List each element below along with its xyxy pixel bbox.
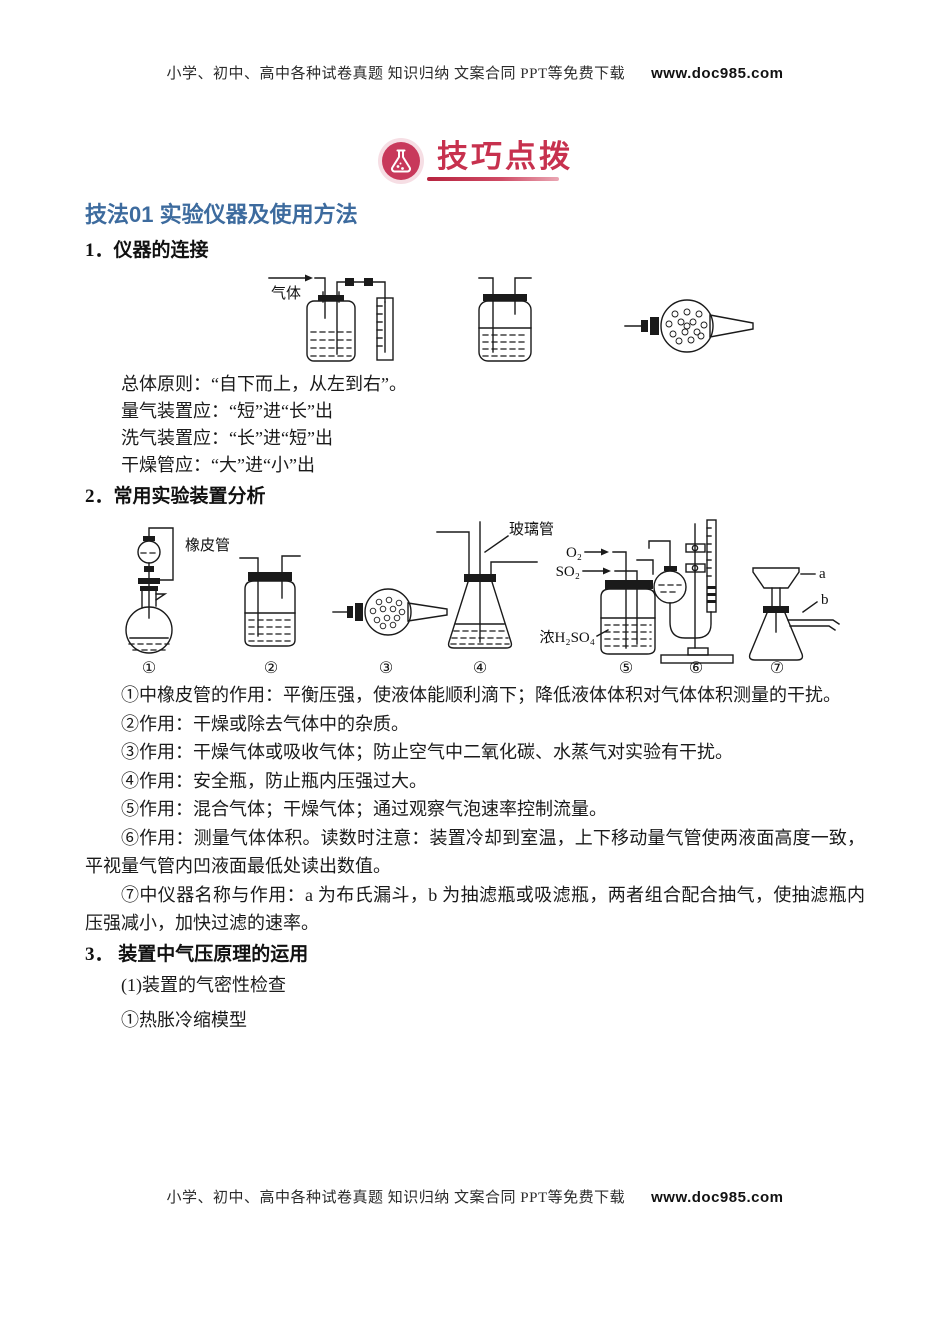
principle-line: 量气装置应：“短”进“长”出	[121, 401, 333, 421]
figure-instrument-connection: 气体	[85, 268, 950, 368]
flask-b-label: b	[821, 592, 829, 608]
gas-label: 气体	[271, 285, 301, 302]
apparatus-number-6: ⑥	[689, 658, 703, 677]
apparatus-number-2: ②	[264, 658, 278, 677]
principle-line: 干燥管应：“大”进“小”出	[121, 455, 315, 475]
apparatus-number-5: ⑤	[619, 658, 633, 677]
apparatus-number-7: ⑦	[770, 658, 784, 677]
figure-common-apparatus: 橡皮管 玻璃管 O₂ SO₂ 浓H₂SO₄ a b ① ② ③ ④ ⑤ ⑥ ⑦	[85, 516, 950, 678]
note-paragraph: ⑤作用：混合气体；干燥气体；通过观察气泡速率控制流量。	[121, 799, 607, 819]
washing-bottle-drawing	[478, 277, 532, 362]
section2-heading: 2．常用实验装置分析	[85, 486, 266, 507]
dropping-funnel-flask-drawing	[125, 527, 174, 654]
badge-label: 技巧点拨	[437, 139, 573, 174]
page-title: 技法01 实验仪器及使用方法	[85, 202, 358, 227]
principle-line: 总体原则：“自下而上，从左到右”。	[121, 374, 407, 394]
apparatus-number-3: ③	[379, 658, 393, 677]
airtightness-check-line: (1)装置的气密性检查	[121, 974, 286, 995]
gas-measuring-apparatus-drawing	[268, 274, 394, 362]
tips-badge: 技巧点拨	[0, 137, 950, 190]
gas-mixing-bottle-drawing	[582, 548, 656, 655]
apparatus-number-1: ①	[142, 658, 156, 677]
gas-volume-stand-drawing	[648, 519, 734, 664]
section3-heading: 3． 装置中气压原理的运用	[85, 943, 309, 965]
section1-heading: 1．仪器的连接	[85, 240, 209, 261]
header-text: 小学、初中、高中各种试卷真题 知识归纳 文案合同 PPT等免费下载	[166, 66, 626, 82]
principle-line: 洗气装置应：“长”进“短”出	[121, 428, 333, 448]
note-paragraph: ⑦中仪器名称与作用：a 为布氏漏斗，b 为抽滤瓶或吸滤瓶，两者组合配合抽气，使抽…	[85, 884, 865, 934]
note-paragraph: ②作用：干燥或除去气体中的杂质。	[121, 713, 409, 734]
thermal-model-line: ①热胀冷缩模型	[121, 1009, 247, 1030]
safety-flask-drawing	[436, 521, 538, 649]
funnel-a-label: a	[819, 566, 826, 582]
note-paragraph: ③作用：干燥气体或吸收气体；防止空气中二氧化碳、水蒸气对实验有干扰。	[121, 742, 733, 762]
o2-label: O₂	[566, 545, 582, 561]
drying-ball2-drawing	[332, 588, 448, 636]
apparatus-number-4: ④	[473, 658, 487, 677]
badge-underline	[427, 177, 559, 181]
so2-label: SO₂	[556, 564, 580, 580]
header-site-url: www.doc985.com	[651, 65, 784, 82]
rubber-tube-label: 橡皮管	[185, 537, 230, 554]
flask-badge-icon	[377, 137, 425, 190]
drying-ball-drawing	[624, 299, 754, 353]
page-header: 小学、初中、高中各种试卷真题 知识归纳 文案合同 PPT等免费下载 www.doc…	[0, 0, 950, 83]
note-paragraph: ④作用：安全瓶，防止瓶内压强过大。	[121, 770, 427, 791]
note-paragraph: ⑥作用：测量气体体积。读数时注意：装置冷却到室温，上下移动量气管使两液面高度一致…	[85, 827, 865, 877]
suction-filter-drawing	[748, 567, 840, 661]
washing-bottle2-drawing	[239, 555, 301, 647]
note-paragraph: ①中橡皮管的作用：平衡压强，使液体能顺利滴下；降低液体体积对气体体积测量的干扰。	[121, 685, 841, 705]
footer-text: 小学、初中、高中各种试卷真题 知识归纳 文案合同 PPT等免费下载	[166, 1190, 626, 1206]
h2so4-label: 浓H₂SO₄	[540, 629, 595, 646]
glass-tube-label: 玻璃管	[509, 521, 554, 538]
footer-site-url: www.doc985.com	[651, 1189, 784, 1206]
page-footer: 小学、初中、高中各种试卷真题 知识归纳 文案合同 PPT等免费下载 www.doc…	[0, 1186, 950, 1207]
